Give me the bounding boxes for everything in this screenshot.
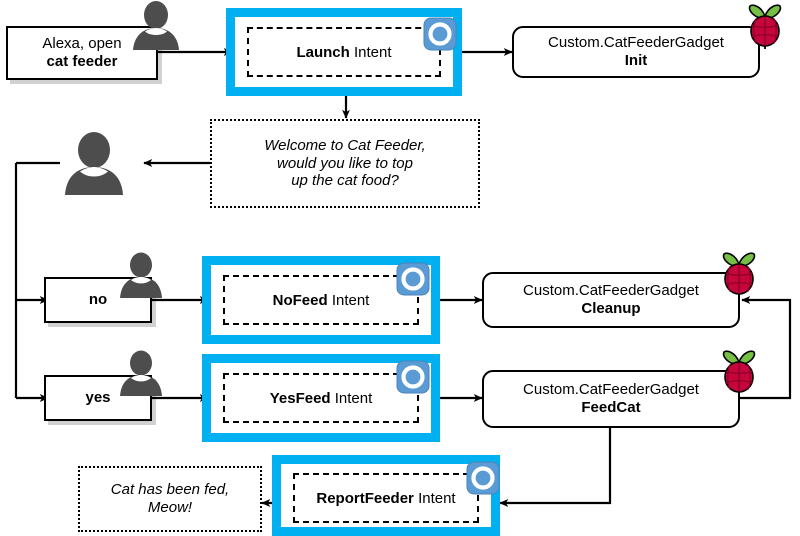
directive-init-name: Init bbox=[624, 52, 648, 69]
yesfeed-intent-inner: YesFeed Intent bbox=[211, 363, 431, 433]
reportfeeder-intent-suffix: Intent bbox=[413, 489, 456, 507]
person-icon bbox=[120, 350, 162, 396]
utterance-open-cat-feeder[interactable]: Alexa, open cat feeder bbox=[6, 26, 158, 80]
alexa-icon bbox=[396, 360, 430, 394]
nofeed-intent-inner: NoFeed Intent bbox=[211, 265, 431, 335]
launch-intent-suffix: Intent bbox=[349, 43, 392, 61]
directive-cleanup[interactable]: Custom.CatFeederGadget Cleanup bbox=[482, 272, 740, 328]
speech-cat-has-been-fed: Cat has been fed, Meow! bbox=[78, 466, 262, 532]
speech-fed-line1: Cat has been fed, bbox=[110, 481, 230, 499]
directive-feedcat-namespace: Custom.CatFeederGadget bbox=[523, 381, 699, 399]
yesfeed-intent-suffix: Intent bbox=[330, 389, 373, 407]
raspberry-pi-icon bbox=[722, 350, 756, 393]
directive-cleanup-namespace: Custom.CatFeederGadget bbox=[523, 282, 699, 300]
nofeed-intent-suffix: Intent bbox=[327, 291, 370, 309]
raspberry-pi-icon bbox=[722, 252, 756, 295]
directive-init[interactable]: Custom.CatFeederGadget Init bbox=[512, 26, 760, 78]
reportfeeder-intent-card[interactable]: ReportFeeder Intent bbox=[272, 455, 500, 536]
speech-welcome-line2: would you like to top bbox=[277, 154, 413, 172]
utterance-no-label: no bbox=[88, 291, 108, 309]
person-icon bbox=[65, 132, 123, 195]
launch-intent-name: Launch bbox=[296, 43, 350, 61]
edge-feedcat-to-cleanup bbox=[738, 296, 792, 400]
reportfeeder-intent-inner: ReportFeeder Intent bbox=[281, 464, 491, 527]
launch-intent-dashed-box: Launch Intent bbox=[247, 27, 441, 77]
reportfeeder-intent-dashed-box: ReportFeeder Intent bbox=[293, 473, 479, 523]
utterance-open-line2: cat feeder bbox=[46, 53, 118, 70]
utterance-yes-label: yes bbox=[85, 389, 111, 407]
launch-intent-inner: Launch Intent bbox=[235, 17, 453, 87]
raspberry-pi-icon bbox=[748, 4, 782, 49]
directive-feedcat-name: FeedCat bbox=[581, 399, 641, 416]
nofeed-intent-card[interactable]: NoFeed Intent bbox=[202, 256, 440, 344]
directive-feedcat[interactable]: Custom.CatFeederGadget FeedCat bbox=[482, 370, 740, 428]
launch-intent-card[interactable]: Launch Intent bbox=[226, 8, 462, 96]
directive-init-namespace: Custom.CatFeederGadget bbox=[548, 34, 724, 52]
yesfeed-intent-name: YesFeed bbox=[269, 389, 331, 407]
nofeed-intent-name: NoFeed bbox=[272, 291, 328, 309]
person-icon bbox=[133, 1, 179, 50]
speech-welcome-line1: Welcome to Cat Feeder, bbox=[264, 136, 426, 154]
directive-cleanup-name: Cleanup bbox=[581, 300, 641, 317]
person-icon bbox=[120, 252, 162, 298]
utterance-open-line1: Alexa, open bbox=[42, 35, 122, 53]
yesfeed-intent-dashed-box: YesFeed Intent bbox=[223, 373, 419, 423]
alexa-icon bbox=[423, 17, 457, 51]
alexa-icon bbox=[396, 262, 430, 296]
edge-feedcat-to-reportfeeder bbox=[499, 428, 612, 507]
alexa-icon bbox=[466, 461, 500, 495]
speech-welcome-line3: up the cat food? bbox=[291, 172, 399, 190]
speech-fed-line2: Meow! bbox=[147, 499, 193, 516]
speech-welcome: Welcome to Cat Feeder, would you like to… bbox=[210, 119, 480, 208]
nofeed-intent-dashed-box: NoFeed Intent bbox=[223, 275, 419, 325]
reportfeeder-intent-name: ReportFeeder bbox=[316, 489, 414, 507]
